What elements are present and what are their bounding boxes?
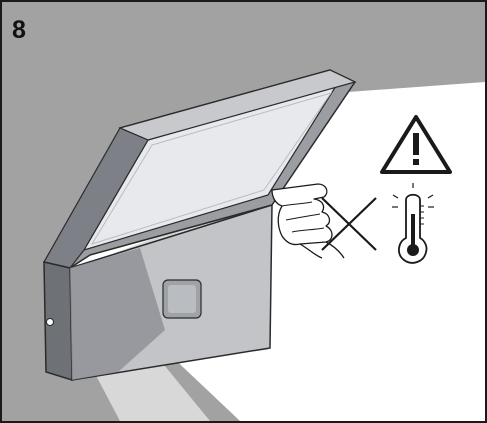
side-screw-icon	[46, 318, 54, 326]
fixture-left-bevel	[43, 127, 149, 269]
fixture-lens-rim	[90, 92, 333, 245]
do-not-touch-hand-icon	[271, 183, 377, 259]
step-number: 8	[12, 16, 26, 44]
step-header	[2, 2, 485, 52]
hot-surface-thermometer-icon	[392, 183, 434, 264]
fixture-body-shadow	[70, 248, 165, 380]
warning-triangle-icon	[380, 115, 452, 174]
sensor-window-inner	[168, 285, 196, 313]
